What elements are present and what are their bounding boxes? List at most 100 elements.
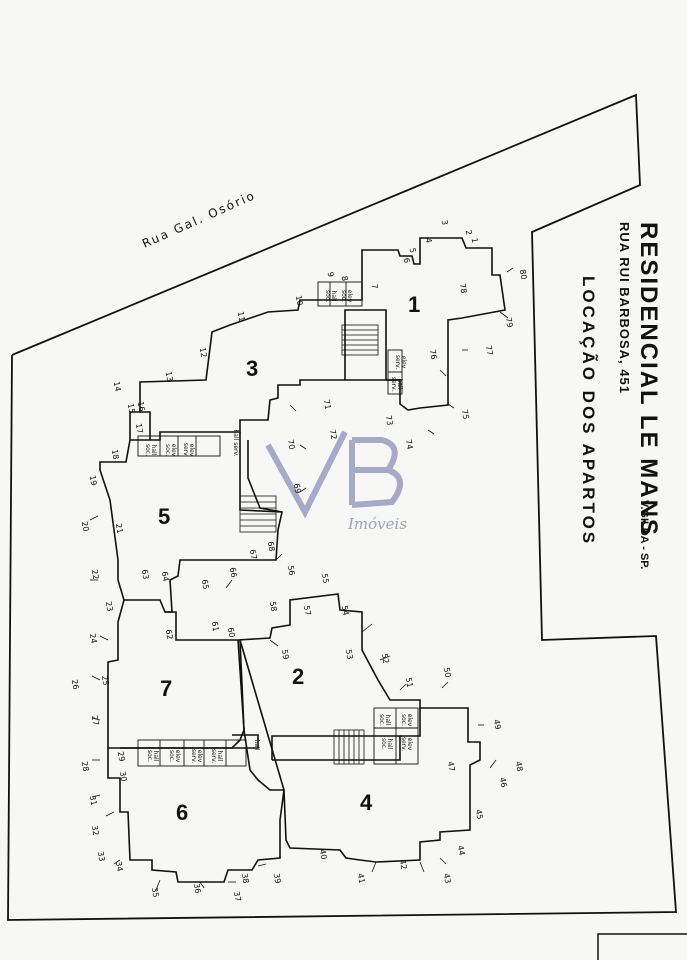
- point-70: 70: [285, 438, 297, 451]
- point-22: 22: [89, 568, 101, 581]
- survey-marks: [89, 267, 514, 891]
- point-30: 30: [117, 770, 129, 783]
- point-55: 55: [319, 572, 331, 585]
- point-10: 10: [293, 294, 305, 307]
- unit-2: 2: [292, 664, 305, 689]
- point-66: 66: [227, 566, 239, 579]
- unit-6: 6: [176, 800, 189, 825]
- point-14: 14: [111, 380, 123, 393]
- point-59: 59: [279, 648, 291, 661]
- point-51: 51: [403, 676, 415, 689]
- point-46: 46: [497, 776, 509, 789]
- point-32: 32: [89, 824, 101, 837]
- point-31: 31: [87, 794, 99, 807]
- point-44: 44: [455, 844, 467, 857]
- point-78: 78: [457, 282, 469, 295]
- label-elev-serv-6: elev serv.: [190, 748, 203, 764]
- title-block-edge: [597, 933, 687, 960]
- point-68: 68: [265, 540, 277, 553]
- point-74: 74: [403, 438, 415, 451]
- point-15: 15: [125, 402, 137, 415]
- unit-4: 4: [360, 790, 373, 815]
- point-40: 40: [317, 848, 329, 861]
- point-12: 12: [197, 346, 209, 359]
- point-76: 76: [427, 348, 439, 361]
- label-hall-soc-6: hall soc.: [146, 749, 159, 762]
- label-hall-soc-4b: hall soc.: [380, 737, 393, 750]
- point-13: 13: [163, 370, 175, 383]
- point-58: 58: [267, 600, 279, 613]
- plan-subtitle: LOCAÇÃO DOS APARTOS: [579, 276, 598, 547]
- label-elev-soc-4: elev soc.: [400, 713, 413, 727]
- point-43: 43: [441, 872, 453, 885]
- point-20: 20: [79, 520, 91, 533]
- point-42: 42: [397, 858, 409, 871]
- point-49: 49: [491, 718, 503, 731]
- point-67: 67: [247, 548, 259, 561]
- label-elev-serv-1: elev serv.: [394, 354, 407, 370]
- stairs: [239, 324, 379, 765]
- label-elev-serv-4: elev serv.: [400, 736, 413, 752]
- point-71: 71: [321, 398, 333, 411]
- point-33: 33: [95, 850, 107, 863]
- point-37: 37: [231, 890, 243, 903]
- point-77: 77: [483, 344, 495, 357]
- point-24: 24: [87, 632, 99, 645]
- watermark-logo: [265, 430, 403, 519]
- point-36: 36: [191, 882, 203, 895]
- point-11: 11: [235, 310, 247, 323]
- label-hall-serv-6: hall serv.: [210, 748, 223, 764]
- site-boundary: [7, 93, 677, 921]
- point-52: 52: [379, 652, 391, 665]
- point-26: 26: [69, 678, 81, 691]
- point-28: 28: [79, 760, 91, 773]
- project-address: RUA RUI BARBOSA, 451: [617, 222, 632, 394]
- point-21: 21: [113, 522, 125, 535]
- point-29: 29: [115, 750, 127, 763]
- point-62: 62: [163, 628, 175, 641]
- unit-7: 7: [160, 676, 173, 701]
- point-57: 57: [301, 604, 313, 617]
- point-27: 27: [89, 714, 101, 727]
- point-60: 60: [225, 626, 237, 639]
- label-hall-serv-1: hall serv.: [390, 376, 403, 392]
- unit-3: 3: [246, 356, 259, 381]
- label-hall-soc-4: hall soc.: [378, 713, 391, 726]
- point-34: 34: [113, 860, 125, 873]
- point-48: 48: [513, 760, 525, 773]
- point-17: 17: [133, 422, 145, 435]
- point-63: 63: [139, 568, 151, 581]
- point-19: 19: [87, 474, 99, 487]
- point-35: 35: [149, 886, 161, 899]
- unit-1: 1: [408, 292, 421, 317]
- point-45: 45: [473, 808, 485, 821]
- point-18: 18: [109, 448, 121, 461]
- label-hall-soc-1: hall soc.: [324, 289, 337, 302]
- project-title: RESIDENCIAL LE MANS: [635, 222, 662, 537]
- point-16: 16: [135, 400, 147, 413]
- point-50: 50: [441, 666, 453, 679]
- label-elev-serv-5: elev serv.: [182, 442, 195, 458]
- project-district: V.GILDA - SP.: [638, 500, 650, 570]
- label-elev-soc-6: elev soc.: [168, 749, 181, 763]
- label-elev-soc-5: elev soc.: [164, 443, 177, 457]
- point-69: 69: [291, 482, 303, 495]
- point-73: 73: [383, 414, 395, 427]
- point-72: 72: [327, 428, 339, 441]
- point-80: 80: [517, 268, 529, 281]
- point-25: 25: [99, 674, 111, 687]
- point-56: 56: [285, 564, 297, 577]
- point-41: 41: [355, 872, 367, 885]
- point-54: 54: [339, 604, 351, 617]
- unit-5: 5: [158, 504, 171, 529]
- point-65: 65: [199, 578, 211, 591]
- point-53: 53: [343, 648, 355, 661]
- point-38: 38: [239, 872, 251, 885]
- label-hall-soc-5: hall soc.: [144, 443, 157, 456]
- point-61: 61: [209, 620, 221, 633]
- point-23: 23: [103, 600, 115, 613]
- point-47: 47: [445, 760, 457, 773]
- watermark-text: Imóveis: [348, 515, 408, 533]
- label-elev-soc-1: elev soc.: [340, 289, 353, 303]
